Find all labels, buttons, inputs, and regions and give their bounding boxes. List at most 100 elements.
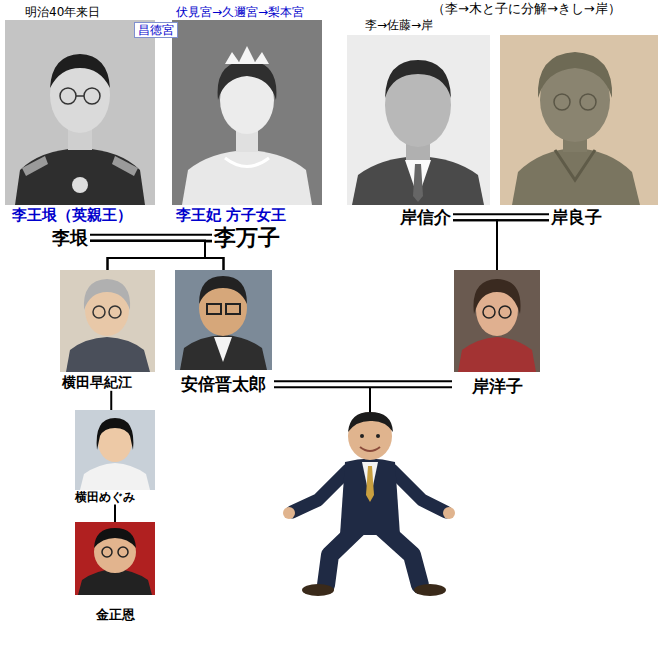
standing-figure	[360, 434, 364, 438]
person-portrait: 金正恩	[75, 522, 155, 623]
portrait-photo	[94, 528, 136, 548]
portrait-photo	[347, 35, 490, 205]
portrait-photo	[75, 410, 155, 490]
person-portrait: 安倍晋太郎	[175, 270, 272, 394]
marriage-line	[453, 213, 549, 215]
standing-figure	[360, 447, 380, 451]
standing-figure	[414, 584, 446, 596]
marriage-line	[90, 234, 212, 236]
person-portrait: 岸洋子	[454, 270, 540, 396]
portrait-photo	[75, 410, 155, 490]
person-portrait: 横田早紀江	[60, 270, 155, 391]
descent-line	[497, 220, 549, 270]
photo-caption: 李王垠（英親王）	[12, 206, 132, 224]
portrait-photo	[109, 306, 121, 318]
photo-caption: 伏見宮→久邇宮→梨本宮	[176, 5, 304, 19]
portrait-photo	[22, 156, 48, 176]
portrait-photo	[172, 20, 322, 205]
person-name: 横田早紀江	[62, 374, 155, 391]
portrait-photo	[413, 164, 423, 202]
portrait-photo	[538, 52, 612, 98]
portrait-photo	[97, 418, 134, 450]
descent-line	[110, 391, 112, 410]
person-name: 李万子	[214, 225, 280, 251]
photo-caption: 李→佐藤→岸	[365, 18, 433, 32]
portrait-photo	[66, 337, 150, 372]
portrait-photo	[499, 306, 511, 318]
descent-line	[108, 241, 213, 270]
portrait-photo	[500, 35, 658, 205]
portrait-photo	[75, 522, 155, 595]
portrait-photo	[352, 156, 484, 205]
photo-caption: （李→木と子に分解→きし→岸）	[432, 1, 621, 17]
standing-figure	[376, 434, 380, 438]
photo-caption: 李王妃 方子女王	[176, 206, 286, 224]
person-name: 岸信介	[400, 207, 451, 227]
marriage-line	[274, 380, 452, 382]
place-tag: 昌徳宮	[134, 22, 178, 38]
portrait-photo	[50, 54, 110, 88]
portrait-photo	[500, 35, 658, 205]
descent-line	[111, 391, 112, 410]
portrait-photo	[5, 20, 155, 205]
portrait-photo	[172, 20, 322, 205]
marriage-line	[274, 386, 452, 388]
portrait-photo	[580, 94, 596, 110]
standing-figure	[382, 528, 420, 585]
person-name-box: 李垠	[52, 227, 88, 249]
standing-figure	[283, 507, 295, 519]
portrait-photo	[214, 337, 232, 362]
portrait-photo	[80, 463, 150, 490]
descent-stub	[369, 388, 371, 412]
portrait-photo	[226, 304, 240, 314]
descent-line	[90, 241, 224, 270]
portrait-photo	[60, 88, 76, 104]
portrait-photo	[207, 304, 221, 314]
descent-line	[90, 241, 224, 270]
portrait-photo	[93, 306, 105, 318]
portrait-photo	[60, 270, 155, 372]
person-name: 横田めぐみ	[75, 490, 155, 504]
marriage-line	[274, 381, 452, 387]
portrait-photo	[180, 335, 267, 370]
descent-line	[453, 220, 497, 270]
portrait-photo	[473, 279, 520, 314]
portrait-photo	[112, 156, 138, 176]
descent-line	[115, 504, 116, 522]
portrait-photo	[84, 88, 100, 104]
portrait-photo	[76, 95, 84, 97]
portrait-photo	[225, 46, 269, 64]
portrait-photo	[555, 150, 595, 180]
person-name: 岸良子	[551, 207, 602, 227]
descent-line	[497, 220, 549, 270]
portrait-photo	[218, 60, 277, 100]
portrait-photo	[75, 522, 155, 595]
portrait-photo	[225, 158, 269, 167]
standing-figure	[348, 412, 393, 432]
portrait-photo	[15, 148, 145, 205]
standing-figure	[283, 412, 455, 596]
person-name-box: 岸良子	[551, 207, 602, 227]
portrait-photo	[385, 60, 451, 98]
person-portrait: 横田めぐみ	[75, 410, 155, 504]
standing-figure	[326, 528, 358, 585]
person-name-box: 岸信介	[400, 207, 451, 227]
portrait-photo	[458, 337, 536, 372]
person-name: 李垠	[52, 227, 88, 249]
person-name-box: 李万子	[214, 225, 280, 251]
standing-figure	[348, 412, 392, 460]
portrait-photo	[60, 270, 155, 372]
standing-figure	[443, 507, 455, 519]
portrait-photo	[175, 270, 272, 370]
portrait-photo	[512, 148, 640, 205]
portrait-photo	[483, 306, 495, 318]
portrait-photo	[118, 547, 128, 557]
portrait-photo	[347, 35, 490, 205]
descent-line	[114, 504, 116, 522]
portrait-photo	[199, 276, 247, 304]
descent-line	[453, 220, 497, 270]
standing-figure	[340, 459, 400, 536]
portrait-photo	[454, 270, 540, 372]
